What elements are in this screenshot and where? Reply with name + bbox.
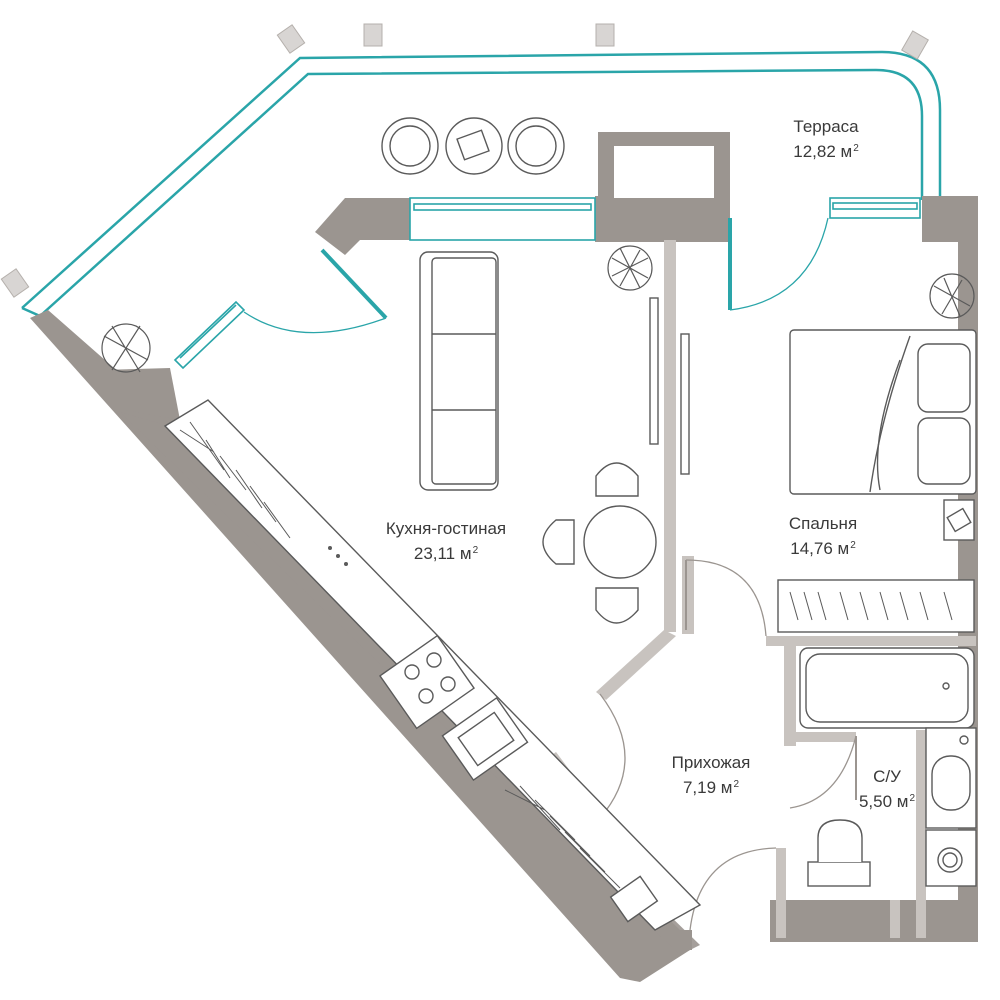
wardrobe-icon xyxy=(504,785,621,889)
sink-icon xyxy=(441,696,529,782)
room-label-bedroom: Спальня 14,76 м2 xyxy=(789,513,857,560)
room-name: Терраса xyxy=(793,117,859,136)
area-unit-sup: 2 xyxy=(850,540,856,551)
toilet-icon xyxy=(807,819,871,887)
sofa-icon xyxy=(419,251,499,491)
room-label-terrace: Терраса 12,82 м2 xyxy=(793,116,859,163)
bathtub-icon xyxy=(799,647,975,729)
room-name: Прихожая xyxy=(671,753,751,772)
washing-machine-icon xyxy=(925,829,977,887)
room-label-bathroom: С/У 5,50 м2 xyxy=(859,766,915,813)
plant-icon xyxy=(101,323,151,373)
room-area: 14,76 м xyxy=(790,539,850,558)
plant-icon xyxy=(607,245,653,291)
area-unit-sup: 2 xyxy=(733,779,740,790)
plant-icon xyxy=(929,273,975,319)
area-unit-sup: 2 xyxy=(909,793,916,804)
doors xyxy=(243,217,857,931)
terrace-railing xyxy=(21,50,942,318)
room-area: 23,11 м xyxy=(413,544,472,563)
area-unit-sup: 2 xyxy=(853,143,859,154)
stove-icon xyxy=(379,634,475,730)
dining-table-icon xyxy=(542,462,657,624)
room-name: Кухня-гостиная xyxy=(385,519,507,538)
room-label-kitchen-living: Кухня-гостиная 23,11 м2 xyxy=(386,518,506,565)
room-area: 7,19 м xyxy=(682,778,733,797)
bed-icon xyxy=(789,329,977,495)
sink-icon xyxy=(925,727,977,829)
room-label-hallway: Прихожая 7,19 м2 xyxy=(672,752,751,799)
area-unit-sup: 2 xyxy=(472,545,479,556)
lounge-chair-icon xyxy=(381,117,439,175)
room-name: С/У xyxy=(873,767,901,786)
railing-posts xyxy=(0,23,929,298)
room-name: Спальня xyxy=(788,514,858,533)
fridge-dots xyxy=(328,546,348,566)
plant-icon xyxy=(445,117,503,175)
wardrobe-icon xyxy=(777,579,975,633)
windows xyxy=(173,197,921,370)
room-area: 5,50 м xyxy=(858,792,909,811)
wardrobe-icon xyxy=(179,421,291,539)
room-area: 12,82 м xyxy=(793,142,853,161)
lounge-chair-icon xyxy=(507,117,565,175)
furniture xyxy=(101,117,977,931)
